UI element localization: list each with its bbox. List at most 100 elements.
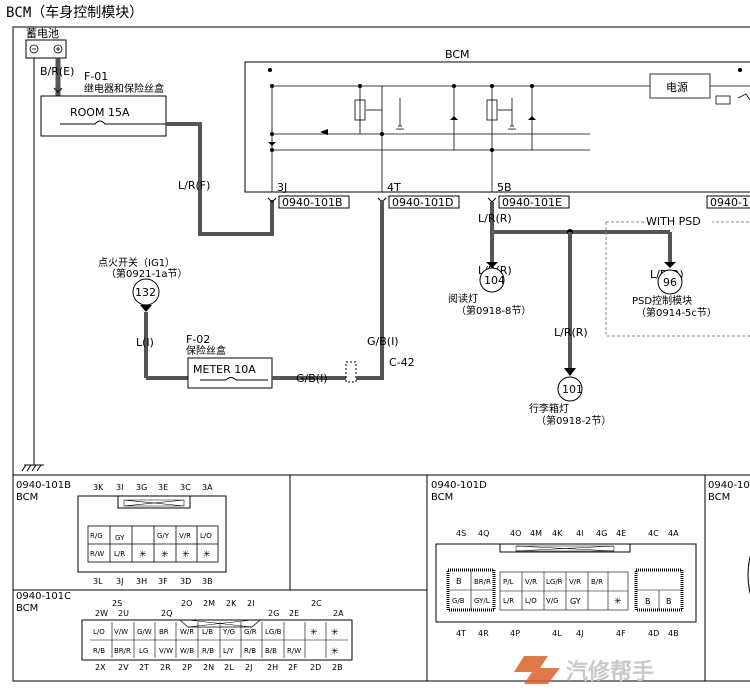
panel-b-name: BCM bbox=[16, 492, 38, 503]
svg-text:2U: 2U bbox=[118, 609, 129, 618]
svg-text:3B: 3B bbox=[202, 577, 213, 586]
svg-text:2V: 2V bbox=[118, 663, 129, 672]
svg-text:2B: 2B bbox=[332, 663, 343, 672]
svg-text:4I: 4I bbox=[576, 529, 583, 538]
pin-4t: 4T bbox=[387, 181, 401, 194]
bcm-nodes bbox=[268, 68, 742, 152]
svg-text:2Q: 2Q bbox=[161, 609, 172, 618]
svg-text:L/B: L/B bbox=[202, 628, 213, 636]
bcm-internal-circuit bbox=[271, 73, 750, 192]
svg-text:V/W: V/W bbox=[114, 628, 128, 636]
svg-text:V/R: V/R bbox=[179, 532, 191, 540]
svg-text:L/R: L/R bbox=[114, 550, 125, 558]
dest-96-name: PSD控制模块 bbox=[632, 294, 692, 307]
f01-id: F-01 bbox=[84, 70, 108, 83]
panel-d-code: 0940-101D bbox=[431, 480, 487, 491]
svg-text:4L: 4L bbox=[552, 629, 562, 638]
svg-text:3E: 3E bbox=[158, 483, 168, 492]
svg-text:4F: 4F bbox=[616, 629, 626, 638]
svg-text:2R: 2R bbox=[160, 663, 171, 672]
svg-text:V/R: V/R bbox=[569, 578, 581, 586]
svg-text:LG/B: LG/B bbox=[265, 628, 282, 636]
f01-desc: 继电器和保险丝盒 bbox=[84, 82, 164, 95]
svg-text:2S: 2S bbox=[112, 599, 122, 608]
svg-text:2F: 2F bbox=[288, 663, 298, 672]
dest-104-circle bbox=[479, 267, 505, 293]
diagram-title: BCM（车身控制模块） bbox=[6, 4, 143, 21]
svg-text:✳: ✳ bbox=[310, 628, 318, 638]
svg-text:L/O: L/O bbox=[200, 532, 212, 540]
svg-text:LG: LG bbox=[139, 647, 148, 655]
svg-text:3K: 3K bbox=[93, 483, 104, 492]
svg-text:R/B: R/B bbox=[202, 647, 214, 655]
f02-id: F-02 bbox=[186, 333, 210, 346]
panel-d-name: BCM bbox=[431, 492, 453, 503]
svg-text:2N: 2N bbox=[203, 663, 214, 672]
wire-lrf-label: L/R(F) bbox=[178, 179, 210, 192]
battery-label: 蓄电池 bbox=[26, 27, 59, 40]
panel-0940-101c: 0940-101C BCM 2S 2O 2M 2K 2I 2C 2W 2U 2Q… bbox=[16, 591, 353, 672]
dest-96-circle bbox=[657, 269, 683, 295]
panel-e-name: BCM bbox=[708, 492, 730, 503]
svg-text:4M: 4M bbox=[530, 529, 542, 538]
svg-text:3J: 3J bbox=[116, 577, 123, 586]
svg-text:2C: 2C bbox=[311, 599, 322, 608]
fuse-icon bbox=[225, 377, 237, 381]
svg-text:Y/G: Y/G bbox=[222, 628, 235, 636]
battery: 蓄电池 bbox=[25, 27, 67, 59]
svg-text:L/Y: L/Y bbox=[223, 647, 234, 655]
conn-101x-ref: 0940-1 bbox=[710, 196, 749, 209]
svg-text:3G: 3G bbox=[136, 483, 147, 492]
dest-101-circle bbox=[557, 376, 583, 402]
conn-101b-ref: 0940-101B bbox=[282, 196, 343, 209]
svg-text:2P: 2P bbox=[182, 663, 192, 672]
dest-96-ref: （第0914-5c节） bbox=[636, 306, 717, 319]
panel-0940-101b: 0940-101B BCM 3K 3I 3G 3E 3C 3A R/G GY G… bbox=[16, 480, 227, 586]
wire-gbi-label: G/B(I) bbox=[296, 372, 328, 385]
wire-lrr1-label: L/R(R) bbox=[478, 212, 512, 225]
ground-icon bbox=[21, 464, 44, 472]
svg-text:B: B bbox=[456, 577, 462, 586]
svg-text:L/O: L/O bbox=[525, 597, 537, 605]
svg-text:2W: 2W bbox=[95, 609, 108, 618]
svg-text:B: B bbox=[645, 597, 651, 606]
panel-0940-101e: 0940-101 BCM bbox=[708, 480, 750, 595]
svg-text:2M: 2M bbox=[203, 599, 215, 608]
svg-text:4Q: 4Q bbox=[478, 529, 489, 538]
svg-text:4S: 4S bbox=[456, 529, 466, 538]
fuse-icon bbox=[94, 120, 106, 125]
c42-connector bbox=[345, 361, 357, 383]
watermark-text: 汽修帮手 bbox=[566, 659, 654, 685]
svg-text:P/L: P/L bbox=[503, 578, 514, 586]
svg-text:G/B: G/B bbox=[452, 597, 465, 605]
svg-text:W/B: W/B bbox=[180, 647, 194, 655]
svg-text:G/Y: G/Y bbox=[157, 532, 170, 540]
panel-c-name: BCM bbox=[16, 603, 38, 614]
main-frame bbox=[12, 26, 750, 682]
svg-text:4T: 4T bbox=[456, 629, 466, 638]
svg-text:✳: ✳ bbox=[331, 647, 339, 657]
connector-refs: 0940-101B 0940-101D 0940-101E 0940-1 bbox=[278, 195, 750, 209]
battery-wire-label: B/R(E) bbox=[40, 65, 74, 78]
f01-fuse-box bbox=[40, 95, 167, 137]
svg-text:4P: 4P bbox=[510, 629, 520, 638]
svg-text:2K: 2K bbox=[226, 599, 237, 608]
svg-text:3L: 3L bbox=[93, 577, 103, 586]
f01-fuse-label: ROOM 15A bbox=[70, 106, 130, 119]
svg-text:2L: 2L bbox=[224, 663, 234, 672]
with-psd-label: WITH PSD bbox=[646, 215, 701, 228]
svg-text:2I: 2I bbox=[247, 599, 254, 608]
watermark: 汽修帮手 bbox=[514, 656, 654, 685]
dest-96-number: 96 bbox=[663, 276, 677, 289]
svg-text:4A: 4A bbox=[668, 529, 679, 538]
wire-gbi-up-label: G/B(I) bbox=[367, 335, 399, 348]
ign-ref: （第0921-1a节） bbox=[106, 267, 188, 280]
svg-text:2O: 2O bbox=[181, 599, 192, 608]
svg-text:3C: 3C bbox=[180, 483, 191, 492]
dest-104-name: 阅读灯 bbox=[448, 292, 478, 305]
panel-c-code: 0940-101C bbox=[16, 591, 71, 602]
svg-text:B/R: B/R bbox=[591, 578, 603, 586]
svg-text:R/B: R/B bbox=[244, 647, 256, 655]
svg-text:2T: 2T bbox=[139, 663, 149, 672]
ign-label: 点火开关（IG1） bbox=[98, 256, 175, 269]
